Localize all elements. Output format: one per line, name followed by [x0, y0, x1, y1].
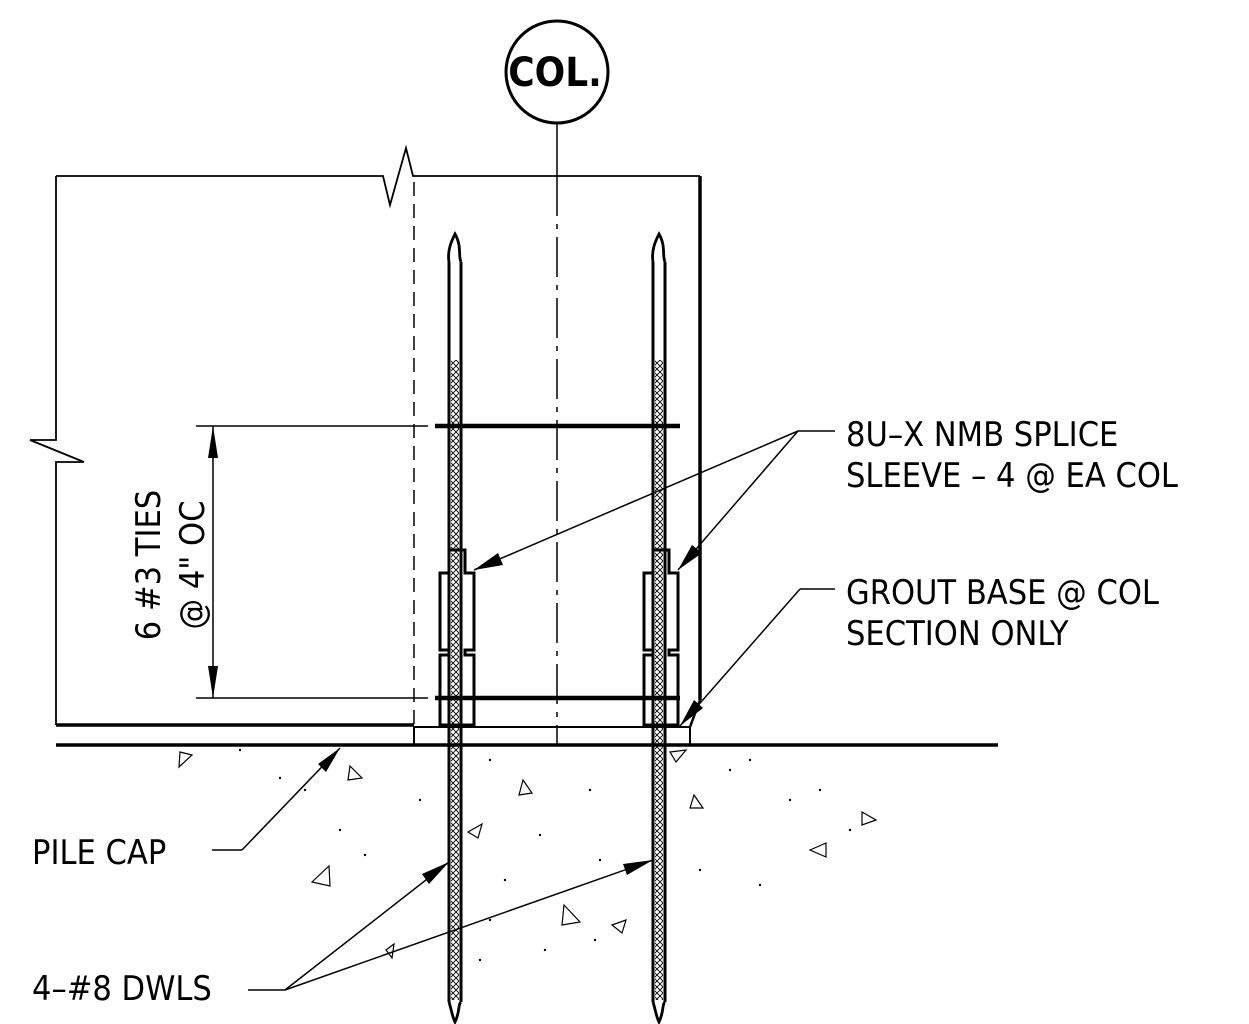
ties-label-line2: @ 4" OC: [173, 501, 213, 630]
bar-break-bottom: [447, 1000, 463, 1024]
splice-sleeve-label-line2: SLEEVE – 4 @ EA COL: [846, 456, 1178, 496]
splice-sleeve-left: [438, 548, 476, 727]
dowels-label: 4–#8 DWLS: [32, 969, 212, 1009]
column-tag-label: COL.: [508, 50, 602, 96]
grout-base-label-line2: SECTION ONLY: [846, 614, 1069, 654]
splice-sleeve-right: [642, 548, 680, 727]
grout-base: [413, 726, 691, 746]
bar-break-bottom: [651, 1000, 667, 1024]
pile-cap-callout: PILE CAP: [32, 747, 341, 873]
bar-break-top: [447, 231, 463, 263]
tie-spacing-dimension: 6 #3 TIES @ 4" OC: [129, 425, 428, 699]
concrete-dots: [238, 748, 852, 962]
left-break-line: [29, 176, 85, 725]
ties-label-line1: 6 #3 TIES: [129, 490, 169, 640]
dowels-callout: 4–#8 DWLS: [32, 859, 654, 1009]
left-rebar-assembly: [438, 231, 476, 1024]
splice-sleeve-label-line1: 8U–X NMB SPLICE: [846, 415, 1118, 455]
splice-sleeve-callout: 8U–X NMB SPLICE SLEEVE – 4 @ EA COL: [473, 415, 1178, 571]
column-tag: COL.: [504, 19, 610, 125]
right-rebar-assembly: [642, 231, 680, 1024]
grout-base-callout: GROUT BASE @ COL SECTION ONLY: [679, 573, 1159, 727]
pile-cap-label: PILE CAP: [32, 833, 166, 873]
bar-break-top: [651, 231, 667, 263]
concrete-aggregate-pattern: [178, 749, 878, 960]
grout-base-label-line1: GROUT BASE @ COL: [846, 573, 1159, 613]
